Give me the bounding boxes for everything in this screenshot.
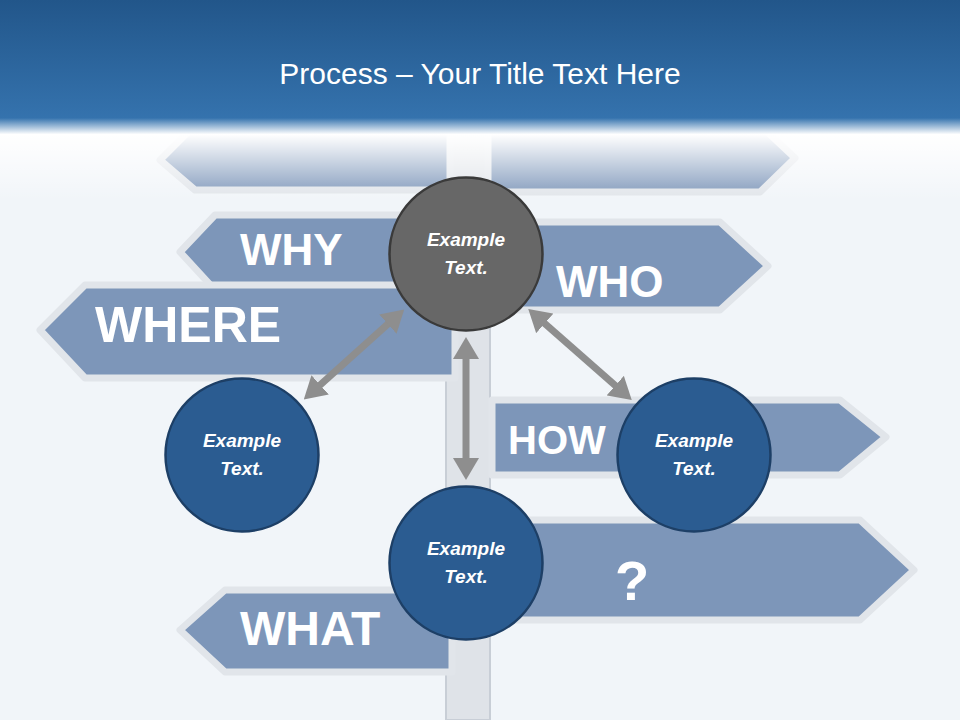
circle-node: Example Text. [388, 176, 544, 332]
circle-outline [388, 485, 544, 641]
node-text: Example Text. [186, 427, 298, 484]
circle-shape [166, 379, 319, 532]
circle-shape [390, 487, 543, 640]
header-band [0, 0, 960, 120]
circle-shape [390, 178, 543, 331]
double-arrow [319, 323, 388, 385]
circle-outline [164, 377, 320, 533]
sign-board [40, 285, 455, 378]
sign-text: WHAT [240, 605, 380, 653]
sign-text: ? [615, 553, 649, 609]
circle-node: Example Text. [616, 377, 772, 533]
slide-title: Process – Your Title Text Here [0, 56, 960, 92]
sign-text: WHO [556, 260, 664, 304]
double-arrow [463, 358, 470, 459]
node-text: Example Text. [638, 427, 750, 484]
circle-node: Example Text. [388, 485, 544, 641]
sign-text: WHY [240, 228, 343, 272]
double-arrow [544, 323, 616, 386]
sign-board [492, 520, 914, 620]
sign-text: HOW [508, 420, 606, 460]
node-text: Example Text. [410, 535, 522, 592]
node-text: Example Text. [410, 226, 522, 283]
circle-outline [388, 176, 544, 332]
circle-node: Example Text. [164, 377, 320, 533]
sign-text: WHERE [95, 300, 281, 350]
circle-outline [616, 377, 772, 533]
circle-shape [618, 379, 771, 532]
